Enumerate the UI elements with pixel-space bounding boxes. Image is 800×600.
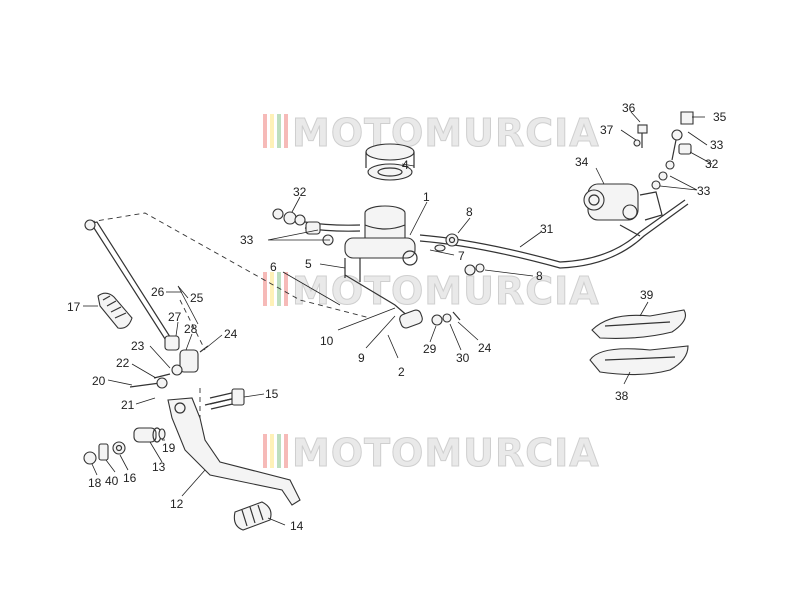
brake-pad-39 (591, 309, 687, 339)
part-label: 26 (151, 285, 165, 299)
part-label: 23 (131, 339, 145, 353)
watermark-stripe-red (263, 114, 267, 148)
part-label: 35 (713, 110, 727, 124)
part-label: 33 (240, 233, 254, 247)
part-label: 19 (162, 441, 176, 455)
bolt-15 (209, 388, 245, 410)
part-label: 27 (168, 310, 182, 324)
watermark-text: MOTOMURCIA (292, 111, 600, 155)
watermark-stripe-yellow (270, 272, 274, 306)
part-label: 20 (92, 374, 106, 388)
bushing-13 (133, 427, 166, 443)
part-label: 40 (105, 474, 119, 488)
part-label: 24 (224, 327, 238, 341)
part-label: 2 (398, 365, 405, 379)
screw-36-37 (633, 124, 648, 148)
part-label: 36 (622, 101, 636, 115)
part-label: 24 (478, 341, 492, 355)
linkage-rod (84, 219, 173, 343)
part-label: 6 (270, 260, 277, 274)
part-label: 13 (152, 460, 166, 474)
part-label: 31 (540, 222, 554, 236)
part-label: 10 (320, 334, 334, 348)
watermark-stripe-green (277, 114, 281, 148)
nut-washer-16-18-40 (83, 441, 126, 465)
part-label: 22 (116, 356, 130, 370)
banjo-fitting-right (651, 143, 692, 190)
watermark-bottom: MOTOMURCIA (263, 431, 600, 476)
part-label: 17 (67, 300, 81, 314)
part-label: 33 (710, 138, 724, 152)
banjo-fitting-left (272, 208, 334, 246)
master-cylinder (344, 205, 418, 266)
watermark-text: MOTOMURCIA (292, 269, 600, 313)
part-label: 15 (265, 387, 279, 401)
watermark-stripe-yellow (270, 114, 274, 148)
part-label: 30 (456, 351, 470, 365)
watermark-text: MOTOMURCIA (292, 431, 600, 475)
part-label: 7 (458, 249, 465, 263)
leader-lines (83, 111, 713, 526)
brake-pad-38 (589, 345, 689, 376)
part-label: 9 (358, 351, 365, 365)
part-label: 28 (184, 322, 198, 336)
part-label: 34 (575, 155, 589, 169)
clevis-27-28 (164, 335, 209, 373)
reservoir-cap (365, 143, 415, 181)
part-label: 12 (170, 497, 184, 511)
watermark-stripe-yellow (270, 434, 274, 468)
pedal-rubber (233, 501, 272, 531)
bolt-20-21-22-23 (129, 364, 183, 389)
part-label: 25 (190, 291, 204, 305)
watermark-stripe-red-2 (284, 434, 288, 468)
bolt-8 (434, 233, 459, 252)
part-label: 38 (615, 389, 629, 403)
watermark-stripe-red-2 (284, 114, 288, 148)
watermark-stripe-red (263, 434, 267, 468)
watermark-stripe-green (277, 272, 281, 306)
part-label: 8 (466, 205, 473, 219)
part-label: 5 (305, 257, 312, 271)
part-label: 37 (600, 123, 614, 137)
part-label: 16 (123, 471, 137, 485)
assembly-guide-line (89, 212, 371, 319)
part-label: 32 (293, 185, 307, 199)
part-label: 18 (88, 476, 102, 490)
watermark-stripe-green (277, 434, 281, 468)
watermark-stripe-red (263, 272, 267, 306)
part-label: 29 (423, 342, 437, 356)
push-rod-assembly (344, 258, 485, 329)
part-label: 21 (121, 398, 135, 412)
washer-nut-29-30 (431, 311, 461, 326)
watermark-stripe-red-2 (284, 272, 288, 306)
part-label: 33 (697, 184, 711, 198)
assembly-guide-line (179, 299, 206, 351)
watermark-middle: MOTOMURCIA (263, 269, 600, 314)
part-label: 8 (536, 269, 543, 283)
part-labels: 1 2 4 5 6 7 8 8 9 10 12 13 14 15 16 17 1… (67, 101, 727, 533)
rubber-boot (97, 292, 133, 329)
part-label: 32 (705, 157, 719, 171)
part-label: 4 (402, 158, 409, 172)
part-label: 39 (640, 288, 654, 302)
watermark-top: MOTOMURCIA (263, 111, 600, 156)
part-label: 14 (290, 519, 304, 533)
caliper (583, 183, 663, 237)
part-label: 1 (423, 190, 430, 204)
bleed-screw-35 (671, 111, 694, 161)
